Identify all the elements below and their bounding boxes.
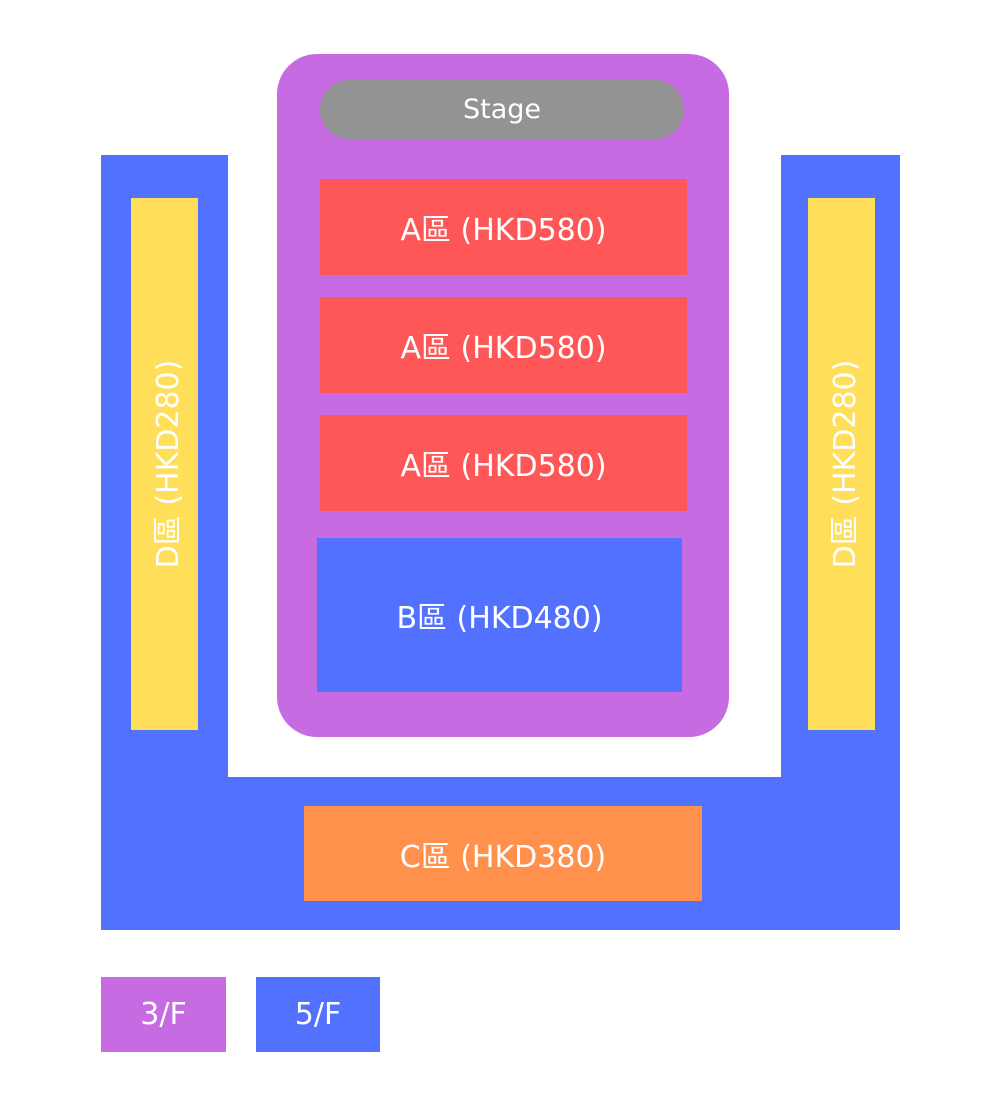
zone-b[interactable]: B區 (HKD480)	[317, 538, 682, 692]
zone-d-left[interactable]: D區 (HKD280)	[131, 198, 198, 730]
legend-5f: 5/F	[256, 977, 380, 1052]
legend-3f: 3/F	[101, 977, 226, 1052]
zone-d-left-label: D區 (HKD280)	[150, 359, 186, 569]
zone-d-right-label: D區 (HKD280)	[827, 359, 863, 569]
zone-a-row-3[interactable]: A區 (HKD580)	[320, 415, 687, 511]
zone-c[interactable]: C區 (HKD380)	[304, 806, 702, 901]
zone-a-row-1[interactable]: A區 (HKD580)	[320, 179, 687, 275]
zone-a-row-2[interactable]: A區 (HKD580)	[320, 297, 687, 393]
stage: Stage	[320, 80, 684, 139]
zone-d-right[interactable]: D區 (HKD280)	[808, 198, 875, 730]
